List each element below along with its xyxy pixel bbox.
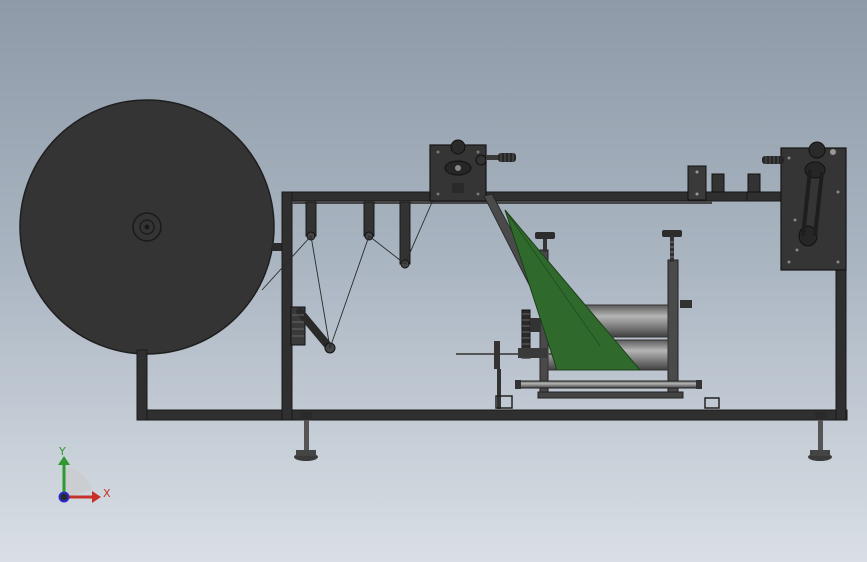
top-bracket-small-1 (711, 173, 725, 193)
tension-guide-1 (305, 201, 317, 241)
stand-bracket-right (704, 397, 720, 409)
x-axis-label: X (103, 487, 111, 500)
leveling-foot-right (808, 412, 832, 461)
y-axis-label: Y (58, 445, 66, 458)
leveling-foot-left (294, 412, 318, 461)
tension-guide-3 (399, 201, 411, 269)
triad-plane-icon (64, 468, 92, 498)
dancer-arm (290, 306, 336, 354)
reel-shaft (272, 243, 284, 251)
tension-guide-2 (363, 201, 375, 241)
film-fold-line (504, 209, 601, 347)
right-drive-box (780, 141, 847, 271)
z-axis-point-icon (58, 491, 70, 503)
coordinate-triad[interactable]: Y X (58, 445, 111, 503)
bottom-roller (515, 380, 702, 389)
top-bracket-plate (687, 165, 707, 201)
film-web-path (261, 199, 434, 349)
center-drive-box (429, 139, 487, 202)
film-former-triangle (504, 209, 642, 371)
output-shaft (456, 341, 560, 409)
center-handle-icon[interactable] (486, 153, 516, 162)
stand-bracket-left (495, 395, 513, 409)
top-bracket-small-2 (747, 173, 761, 193)
right-handle-icon[interactable] (762, 156, 784, 164)
supply-reel (19, 99, 275, 355)
